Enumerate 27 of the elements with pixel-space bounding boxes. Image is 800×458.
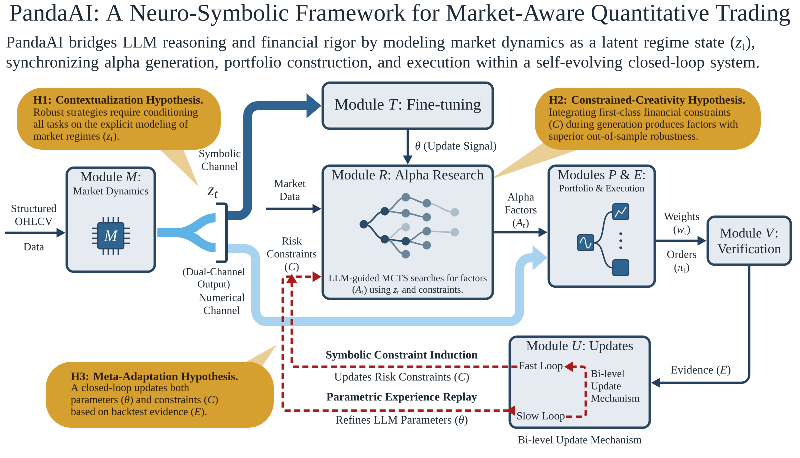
edge-label: Symbolic Constraint Induction (326, 350, 478, 362)
arrow-caption: Data (24, 243, 44, 251)
edge-label: Weights (w$_{t}$) (664, 212, 700, 236)
subtitle: PandaAI bridges LLM reasoning and financial rigor by modeling market dynamics as a latent regime state (z$_{t}$), synchronizing alpha generation, portfolio construction, and execution within a self-evolving closed-loop system. (6, 36, 759, 72)
arrow-caption: Orders (π$_{t}$) (668, 250, 697, 274)
edge-label: Market Data (274, 180, 306, 200)
bracket-junction: z$_{t}$ (208, 188, 228, 264)
edge-label: Alpha Factors (A$_{t}$) (505, 193, 537, 229)
node-caption: Bi-level Update Mechanism (518, 436, 642, 446)
edge-label: Evidence (E) (671, 366, 731, 376)
edge-label: Structured OHLCV (12, 204, 57, 226)
edge-label: Parametric Experience Replay (326, 392, 478, 404)
title: PandaAI: A Neuro-Symbolic Framework for Market-Aware Quantitative Trading (10, 4, 790, 26)
module-box: Modules P & E: Portfolio & Execution (548, 164, 656, 288)
loop-label: Slow Loop (517, 412, 565, 422)
input-label: Risk Constraints (C) (267, 237, 317, 273)
fork-band (158, 214, 216, 252)
module-box: Module R: Alpha Research LLM-guided MCTS searches for factors (A$_{t}$) using z$_{t}$ and constraints. (322, 164, 494, 300)
hypothesis-callout: H3: Meta-Adaptation Hypothesis. A closed-loop updates both parameters (θ) and constraints (C) based on backtest evidence (E). (46, 345, 277, 428)
module-box: Module V: Verification (706, 216, 792, 266)
edge-label: Numerical Channel (199, 294, 245, 314)
arrow-caption: Updates Risk Constraints (C) (334, 372, 470, 384)
module-box: Module T: Fine-tuning (322, 82, 494, 130)
loop-label: Fast Loop (519, 362, 563, 372)
node-caption: (Dual-Channel Output) (183, 268, 245, 290)
arrow-caption: Refines LLM Parameters (θ) (336, 416, 468, 426)
edge-label: Bi-level Update Mechanism (591, 370, 640, 402)
